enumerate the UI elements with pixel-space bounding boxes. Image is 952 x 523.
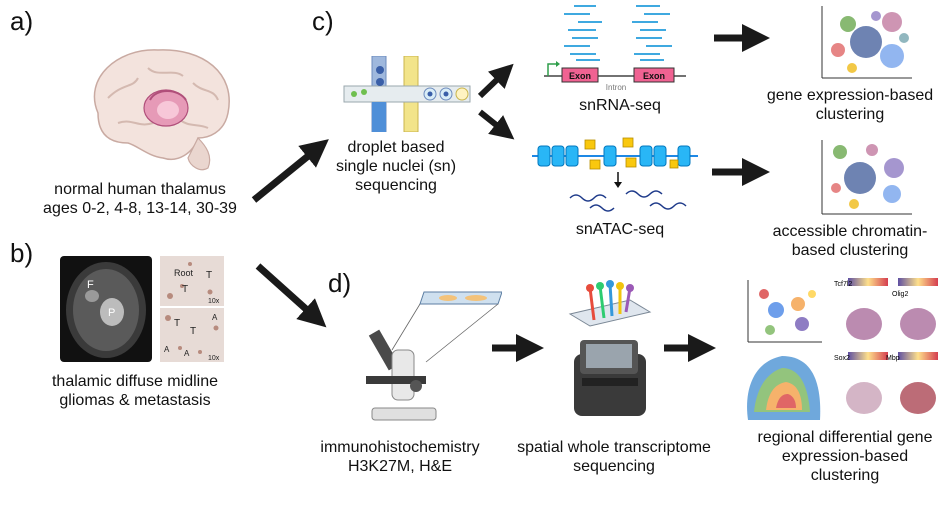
panel-b-caption: thalamic diffuse midline gliomas & metas… [20, 372, 250, 410]
snatac-chromatin [532, 137, 698, 212]
droplet-caption-line1: droplet based [347, 139, 445, 156]
panel-label-d: d) [328, 268, 352, 298]
histo-bottom-label-t1: T [174, 318, 180, 329]
label-sox2: Sox2 [834, 355, 850, 362]
histology-top: Root T T 10x [160, 256, 224, 306]
chromatin-caption: accessible chromatin- based clustering [760, 222, 940, 260]
result-caption-line3: clustering [810, 467, 880, 484]
result-caption-line2: expression-based [781, 448, 909, 465]
arrow-a-to-ihc [255, 263, 327, 328]
panel-label-c: c) [312, 6, 334, 36]
ihc-caption: immunohistochemistry H3K27M, H&E [310, 438, 490, 476]
chromatin-caption-line2: based clustering [791, 242, 909, 259]
heatmap-sox2-mbp: Sox2 Mbp [834, 350, 944, 422]
histo-top-label-t2: T [182, 284, 188, 295]
spatial-sequencer [568, 280, 652, 416]
arrow-droplet-to-rna [477, 63, 514, 99]
histo-bottom-label-a3: A [184, 349, 190, 358]
arrow-a-to-droplet [251, 139, 329, 203]
spatial-caption-line1: spatial whole transcriptome [517, 439, 711, 456]
panel-a-caption-line1: normal human thalamus [54, 181, 226, 198]
gene-expression-caption: gene expression-based clustering [760, 86, 940, 124]
histo-bottom-mag: 10x [208, 355, 220, 362]
panel-a-caption-line2: ages 0-2, 4-8, 13-14, 30-39 [43, 200, 237, 217]
panel-a-caption: normal human thalamus ages 0-2, 4-8, 13-… [20, 180, 260, 218]
umap-gene-expression [821, 6, 912, 79]
exon-label-2: Exon [643, 71, 665, 81]
panel-b-caption-line1: thalamic diffuse midline [51, 373, 218, 390]
arrow-droplet-to-atac [478, 109, 515, 140]
snrna-caption: snRNA-seq [579, 97, 661, 114]
panel-label-b: b) [10, 238, 34, 268]
spatial-caption-line2: sequencing [573, 458, 655, 475]
gene-expression-caption-line1: gene expression-based [766, 87, 934, 104]
droplet-caption: droplet based single nuclei (sn) sequenc… [316, 138, 476, 195]
histo-top-mag: 10x [208, 298, 220, 305]
intron-label: Intron [606, 83, 626, 92]
label-tcf7l2: Tcf7l2 [834, 281, 852, 288]
mri-label-p: P [108, 307, 115, 319]
droplet-device [343, 56, 471, 132]
panel-b-caption-line2: gliomas & metastasis [59, 392, 211, 409]
label-olig2: Olig2 [892, 291, 908, 298]
heatmap-tcf7l2-olig2: Tcf7l2 Olig2 [834, 276, 944, 346]
histo-bottom-label-a2: A [164, 345, 170, 354]
spatial-caption: spatial whole transcriptome sequencing [514, 438, 714, 476]
exon-label-1: Exon [569, 71, 591, 81]
droplet-caption-line2: single nuclei (sn) [335, 158, 457, 175]
histo-bottom-label-a1: A [212, 313, 218, 322]
mri-scan: F P [60, 256, 152, 362]
spatial-brain-clusters [747, 356, 821, 420]
brain-illustration [93, 49, 230, 171]
label-mbp: Mbp [886, 355, 900, 362]
umap-chromatin [821, 140, 912, 215]
chromatin-caption-line1: accessible chromatin- [772, 223, 928, 240]
droplet-caption-line3: sequencing [355, 177, 437, 194]
gene-expression-caption-line2: clustering [815, 106, 885, 123]
histo-bottom-label-t2: T [190, 326, 196, 337]
spatial-umap [747, 280, 822, 343]
histo-top-label-root: Root [174, 268, 194, 278]
microscope-illustration [366, 291, 502, 421]
histology-bottom: T T A A A 10x [160, 308, 224, 362]
snatac-caption: snATAC-seq [575, 221, 665, 238]
mri-label-f: F [87, 279, 94, 291]
result-caption-line1: regional differential gene [757, 429, 933, 446]
panel-label-a: a) [10, 6, 34, 36]
result-caption: regional differential gene expression-ba… [740, 428, 950, 485]
histo-top-label-t1: T [206, 270, 212, 281]
ihc-caption-line2: H3K27M, H&E [347, 458, 453, 475]
snrna-gene-model: Exon Intron Exon [544, 5, 686, 92]
ihc-caption-line1: immunohistochemistry [320, 439, 480, 456]
